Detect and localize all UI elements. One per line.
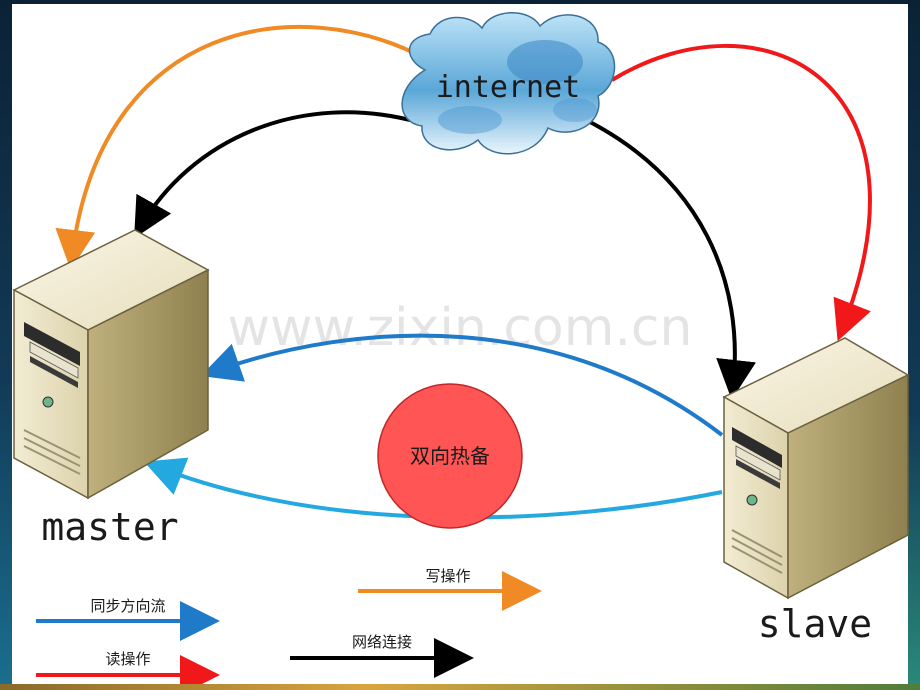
network-arrow-slave [589,120,756,400]
master-server-icon [12,229,210,500]
frame-right [908,0,920,690]
master-label: master [41,505,178,549]
legend-write-label: 写操作 [425,567,470,585]
frame-bottom [0,684,920,690]
sync-arrow-upper [200,333,724,437]
internet-cloud-icon [401,12,616,155]
slave-server-icon [722,337,910,600]
frame-left [0,0,12,690]
legend-sync-label: 同步方向流 [90,597,165,615]
internet-label: internet [436,70,581,105]
hot-standby-circle [377,383,523,529]
frame-top [0,0,920,4]
slave-label: slave [758,602,872,646]
network-arrow-master [134,110,419,239]
legend-network-label: 网络连接 [352,633,412,651]
read-arrow [610,44,872,342]
write-arrow [55,25,429,270]
hot-standby-label: 双向热备 [410,444,490,468]
legend-read-label: 读操作 [105,650,150,668]
